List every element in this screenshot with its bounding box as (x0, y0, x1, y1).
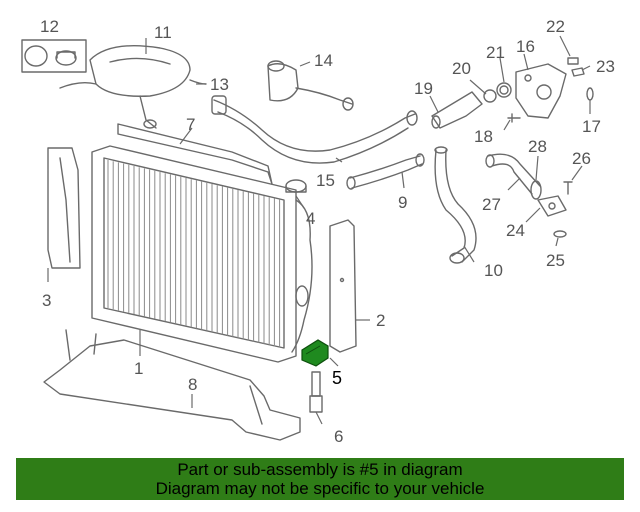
part-15-hose[interactable] (211, 95, 418, 164)
part-4-cap[interactable] (285, 179, 307, 193)
part-18-bolt[interactable] (507, 113, 521, 123)
parts-diagram: 12 11 13 14 7 3 4 2 1 8 5 6 15 9 10 19 2… (21, 17, 615, 446)
banner-line-2: Diagram may not be specific to your vehi… (155, 479, 485, 498)
part-12-cap[interactable] (21, 39, 87, 73)
part-16-housing[interactable] (515, 63, 567, 119)
callout-10: 10 (484, 261, 503, 280)
callout-23: 23 (596, 57, 615, 76)
callout-15: 15 (316, 171, 335, 190)
part-21-gasket[interactable] (496, 82, 512, 98)
callout-3: 3 (42, 291, 51, 310)
callout-2: 2 (376, 311, 385, 330)
callout-11: 11 (154, 23, 172, 42)
part-20-seal[interactable] (483, 89, 497, 103)
part-28-clamp[interactable] (530, 180, 542, 200)
part-6-sensor[interactable] (309, 371, 323, 413)
callout-16: 16 (516, 37, 535, 56)
callout-27: 27 (482, 195, 501, 214)
part-17-o-ring[interactable] (586, 87, 594, 101)
callout-26: 26 (572, 149, 591, 168)
callout-8: 8 (188, 375, 197, 394)
callout-22: 22 (546, 17, 565, 36)
part-3-seal[interactable] (47, 147, 81, 269)
part-23-sensor[interactable] (571, 67, 585, 77)
callout-12: 12 (40, 17, 59, 36)
callout-5: 5 (332, 368, 342, 388)
callout-17: 17 (582, 117, 601, 136)
part-2-seal[interactable] (329, 219, 357, 353)
part-25-o-ring[interactable] (553, 230, 567, 238)
callout-24: 24 (506, 221, 525, 240)
part-22-bolt[interactable] (567, 57, 579, 65)
callout-14: 14 (314, 51, 333, 70)
callout-13: 13 (210, 75, 229, 94)
leader-lines (47, 35, 591, 425)
callout-7: 7 (186, 115, 195, 134)
part-7-baffle[interactable] (117, 123, 273, 185)
callout-21: 21 (486, 43, 505, 62)
part-24-outlet[interactable] (537, 195, 567, 217)
callout-20: 20 (452, 59, 471, 78)
callout-19: 19 (414, 79, 433, 98)
part-26-bolt[interactable] (563, 181, 573, 195)
part-5-bracket[interactable] (301, 339, 329, 367)
part-19-pipe[interactable] (431, 91, 483, 129)
part-27-hose[interactable] (485, 153, 541, 195)
part-11-reservoir[interactable] (59, 45, 207, 129)
part-8-deflector[interactable] (43, 329, 301, 441)
part-10-hose[interactable] (434, 146, 477, 264)
callout-25: 25 (546, 251, 565, 270)
part-1-radiator[interactable] (91, 145, 313, 363)
part-9-hose[interactable] (346, 153, 425, 190)
notice-banner: Part or sub-assembly is #5 in diagram Di… (16, 458, 624, 500)
callout-28: 28 (528, 137, 547, 156)
part-14-fitting[interactable] (267, 60, 354, 111)
callout-18: 18 (474, 127, 493, 146)
callout-4: 4 (306, 209, 315, 228)
callout-1: 1 (134, 359, 143, 378)
callout-9: 9 (398, 193, 407, 212)
banner-line-1: Part or sub-assembly is #5 in diagram (177, 460, 463, 479)
callout-6: 6 (334, 427, 343, 446)
